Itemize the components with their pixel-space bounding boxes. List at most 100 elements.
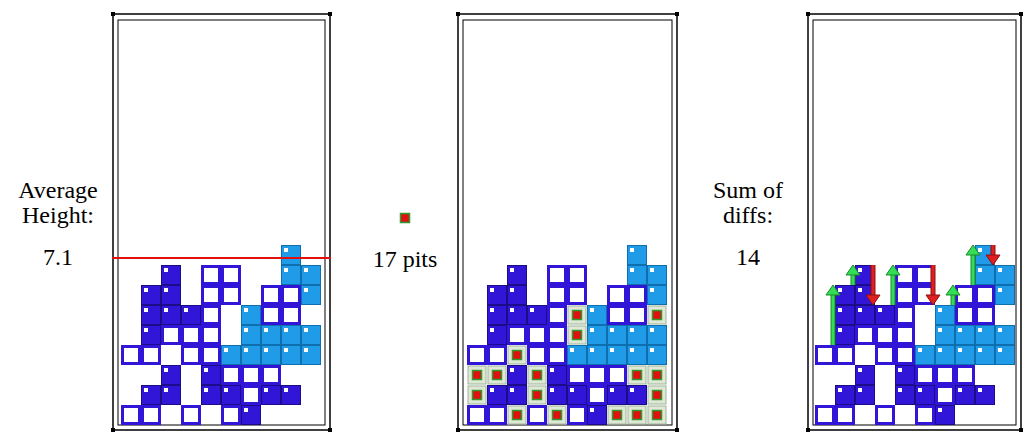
filled-block — [996, 346, 1015, 365]
diff-arrow-shaft — [832, 293, 835, 345]
filled-block — [976, 386, 995, 405]
white-block — [529, 407, 546, 424]
filled-block — [202, 366, 221, 385]
block-highlight — [570, 388, 574, 392]
board-inner-frame — [118, 20, 325, 425]
diff-arrow-shaft — [972, 253, 975, 285]
white-block — [837, 407, 854, 424]
frame-corner — [328, 12, 332, 16]
block-highlight — [550, 368, 554, 372]
filled-block — [488, 286, 507, 305]
block-highlight — [224, 388, 228, 392]
white-block — [569, 287, 586, 304]
filled-block — [488, 306, 507, 325]
pit-marker — [533, 371, 542, 380]
white-block — [203, 287, 220, 304]
filled-block — [608, 346, 627, 365]
filled-block — [242, 406, 261, 425]
block-highlight — [490, 328, 494, 332]
block-highlight — [244, 328, 248, 332]
filled-block — [262, 326, 281, 345]
block-highlight — [610, 348, 614, 352]
pit-marker — [553, 411, 562, 420]
block-highlight — [630, 388, 634, 392]
block-highlight — [144, 308, 148, 312]
filled-block — [282, 326, 301, 345]
block-highlight — [490, 308, 494, 312]
board-outer-frame — [458, 14, 677, 430]
block-highlight — [938, 308, 942, 312]
block-highlight — [304, 348, 308, 352]
filled-block — [508, 386, 527, 405]
block-highlight — [838, 308, 842, 312]
white-block — [469, 347, 486, 364]
filled-block — [162, 386, 181, 405]
block-highlight — [918, 388, 922, 392]
block-highlight — [978, 328, 982, 332]
pit-cell — [648, 406, 666, 424]
filled-block — [222, 346, 241, 365]
white-block — [549, 347, 566, 364]
pit-cell — [548, 406, 566, 424]
filled-block — [896, 386, 915, 405]
frame-corner — [675, 428, 679, 432]
white-block — [569, 407, 586, 424]
pit-marker — [613, 411, 622, 420]
filled-block — [956, 326, 975, 345]
filled-block — [956, 386, 975, 405]
white-block — [817, 347, 834, 364]
white-block — [283, 307, 300, 324]
filled-block — [162, 286, 181, 305]
filled-block — [836, 326, 855, 345]
diff-arrowhead — [866, 295, 880, 305]
block-highlight — [978, 348, 982, 352]
block-highlight — [264, 328, 268, 332]
white-block — [589, 387, 606, 404]
filled-block — [242, 306, 261, 325]
filled-block — [528, 306, 547, 325]
white-block — [123, 347, 140, 364]
block-highlight — [630, 328, 634, 332]
white-block — [877, 347, 894, 364]
block-highlight — [284, 328, 288, 332]
filled-block — [648, 326, 667, 345]
white-block — [263, 367, 280, 384]
white-block — [243, 387, 260, 404]
diff-arrow-outline — [971, 253, 976, 285]
frame-corner — [806, 12, 810, 16]
filled-block — [976, 326, 995, 345]
pit-marker — [653, 371, 662, 380]
metric-value: 17 pits — [350, 247, 460, 272]
filled-block — [608, 386, 627, 405]
block-highlight — [958, 348, 962, 352]
block-highlight — [590, 408, 594, 412]
white-block — [263, 287, 280, 304]
filled-block — [162, 266, 181, 285]
block-highlight — [164, 268, 168, 272]
block-highlight — [244, 308, 248, 312]
block-highlight — [998, 288, 1002, 292]
pit-marker — [473, 391, 482, 400]
block-highlight — [858, 368, 862, 372]
filled-block — [202, 386, 221, 405]
diff-arrowhead — [986, 255, 1000, 265]
filled-block — [936, 346, 955, 365]
filled-block — [648, 266, 667, 285]
filled-block — [608, 326, 627, 345]
white-block — [897, 287, 914, 304]
block-highlight — [490, 288, 494, 292]
diff-arrow-outline — [831, 293, 836, 345]
block-highlight — [650, 288, 654, 292]
white-block — [589, 367, 606, 384]
filled-block — [142, 386, 161, 405]
filled-block — [628, 246, 647, 265]
pit-cell — [648, 366, 666, 384]
filled-block — [996, 286, 1015, 305]
white-block — [917, 367, 934, 384]
block-highlight — [610, 388, 614, 392]
white-block — [837, 347, 854, 364]
block-highlight — [164, 288, 168, 292]
white-block — [143, 407, 160, 424]
block-highlight — [978, 248, 982, 252]
